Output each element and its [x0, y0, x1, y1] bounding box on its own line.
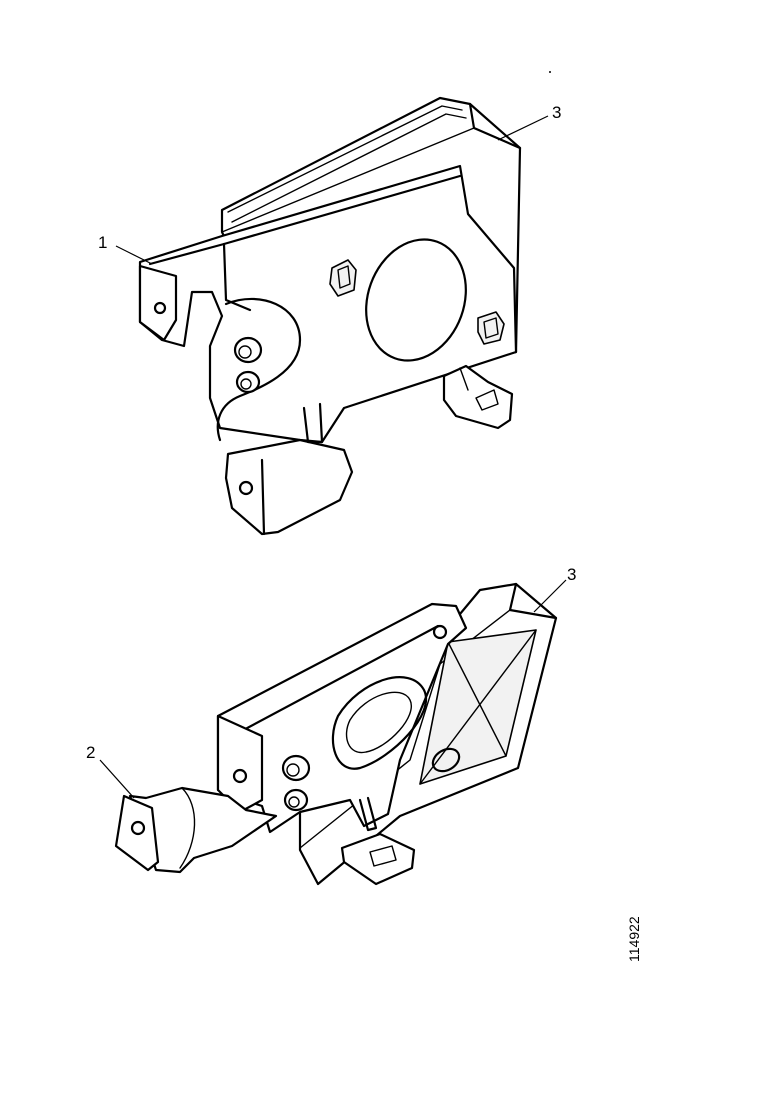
upper-bracket — [138, 164, 518, 536]
callout-upper-unit: 3 — [552, 103, 561, 122]
leader-1 — [115, 245, 153, 265]
upper-assembly — [115, 96, 549, 536]
figure-number: 114922 — [626, 916, 642, 962]
leader-3-upper — [497, 115, 549, 141]
callout-lower-bracket: 2 — [86, 743, 95, 762]
lower-assembly — [99, 579, 567, 886]
callout-lower-unit: 3 — [567, 565, 576, 584]
leader-3-lower — [533, 579, 567, 613]
callout-upper-bracket: 1 — [98, 233, 107, 252]
lower-bracket — [114, 602, 468, 886]
leader-2 — [99, 759, 135, 799]
